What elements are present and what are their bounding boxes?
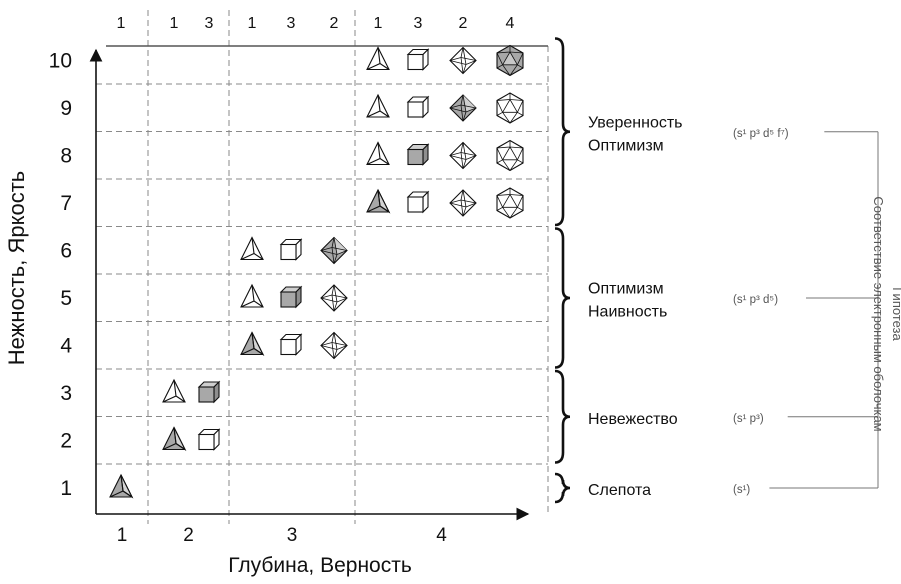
y-tick-label: 9 [60,97,72,120]
tetrahedron-icon [366,188,391,214]
electron-config: (s¹ p³ d⁵) [733,294,778,306]
octahedron-icon [449,189,477,217]
group-label: Наивность [588,304,667,321]
icosahedron-icon [496,139,524,172]
y-tick-label: 10 [49,50,72,73]
x-group-label: 3 [287,525,298,546]
x-group-label: 2 [183,525,194,546]
icosahedron-icon [496,44,524,77]
group-label: Оптимизм [588,137,664,154]
electron-config: (s¹ p³) [733,413,764,425]
y-tick-label: 2 [60,430,72,453]
tetrahedron-icon [366,46,390,71]
octahedron-icon [449,46,477,75]
axes [89,45,548,521]
top-column-number: 3 [414,15,423,32]
group-label: Оптимизм [588,281,664,298]
cube-icon [406,143,430,166]
octahedron-icon [449,94,477,122]
icosahedron-icon [496,92,524,124]
y-tick-label: 8 [60,145,72,168]
group-label: Невежество [588,411,678,428]
electron-config: (s¹ p³ d⁵ f⁷) [733,128,789,140]
top-column-number: 3 [205,15,214,32]
top-column-number: 2 [330,15,339,32]
tetrahedron-icon [240,283,264,308]
hypothesis-subtitle: Соответствие электронным оболочкам [871,196,886,431]
curly-brace [554,227,571,369]
tetrahedron-icon [366,93,390,118]
group-label: Уверенность [588,114,683,131]
y-tick-label: 3 [60,382,72,405]
x-axis-label: Глубина, Верность [228,554,412,577]
electron-config: (s¹) [733,484,750,496]
y-tick-label: 4 [60,335,72,358]
top-column-number: 1 [117,15,126,32]
octahedron-icon [449,141,477,170]
cube-icon [279,285,303,309]
hypothesis-title: Гипотеза [890,287,901,341]
cube-icon [279,333,303,356]
top-column-number: 1 [374,15,383,32]
icosahedron-icon [496,187,524,219]
y-axis-label: Нежность, Яркость [4,171,29,366]
tetrahedron-icon [240,236,264,261]
top-column-number: 3 [287,15,296,32]
curly-brace [554,472,571,504]
curly-brace [554,37,571,227]
x-group-label: 4 [436,525,447,546]
x-group-label: 1 [117,525,128,546]
y-tick-label: 5 [60,287,72,310]
cube-icon [406,95,430,119]
top-column-number: 2 [459,15,468,32]
group-label: Слепота [588,482,651,499]
cube-icon [279,238,303,261]
tetrahedron-icon [162,378,186,403]
group-3: Слепота (s¹) [554,472,878,504]
tetrahedron-icon [162,426,187,452]
tetrahedron-icon [366,141,390,166]
grid [96,10,549,524]
cube-icon [406,190,430,214]
octahedron-icon [320,284,348,312]
y-tick-label: 7 [60,192,72,215]
top-column-number: 1 [248,15,257,32]
top-column-number: 4 [506,15,515,32]
tetrahedron-icon [240,331,265,357]
y-tick-label: 6 [60,240,72,263]
octahedron-icon [320,236,348,265]
y-tick-label: 1 [60,477,72,500]
tetrahedron-icon [109,473,134,499]
group-2: Невежество (s¹ p³) [554,369,878,464]
cube-icon [406,48,430,71]
octahedron-icon [320,331,348,360]
tick-labels: 1 2 3 4 5 6 7 8 9 10 1 2 3 4 1 1 3 1 3 2 1 3 2 4 [49,15,515,546]
solids [109,44,524,499]
cube-icon [197,380,221,404]
curly-brace [554,369,571,464]
cube-icon [197,428,221,451]
top-column-number: 1 [170,15,179,32]
